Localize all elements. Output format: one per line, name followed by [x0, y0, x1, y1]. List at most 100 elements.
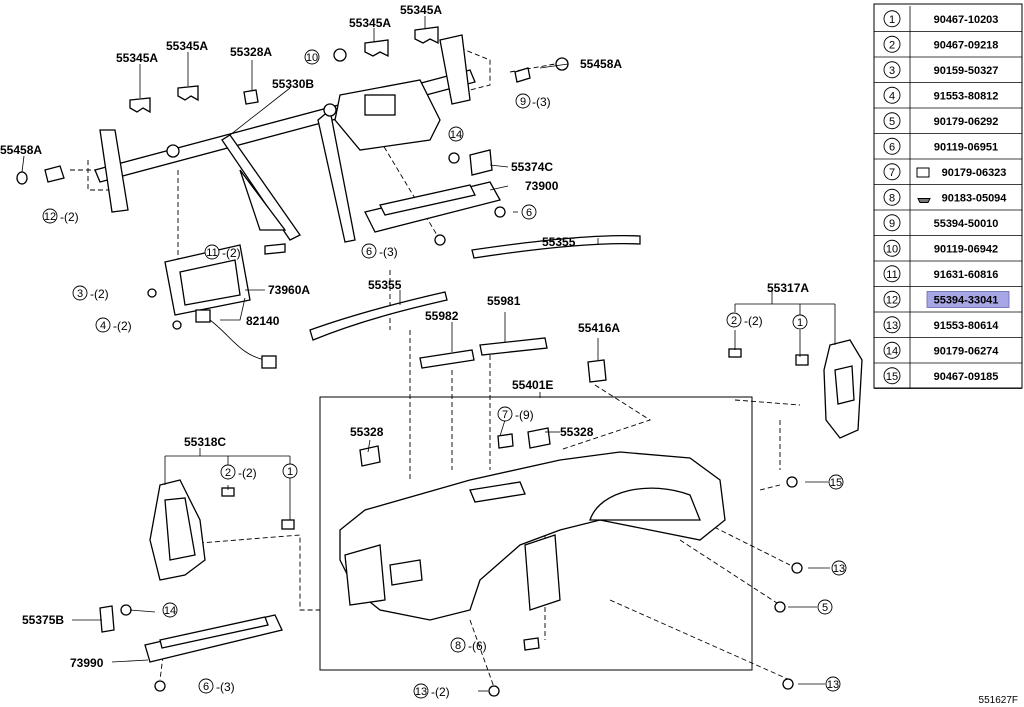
retainer-icon — [917, 198, 931, 203]
dash-reinforcement-55330B[interactable] — [94, 34, 476, 243]
num-14: 14 — [450, 129, 462, 141]
num-6: 6 — [366, 246, 372, 258]
qty-8: -(6) — [468, 639, 487, 653]
callout-55374C: 55374C — [511, 160, 553, 174]
screws-right[interactable] — [488, 476, 803, 697]
wire-harness-82140[interactable] — [195, 309, 277, 369]
num-8: 8 — [455, 640, 461, 652]
qty-11: -(2) — [222, 246, 241, 260]
circled-numbers: 10 9 -(3) 14 12 -(2) 6 11 -(2) 6 -(3) 3 … — [42, 49, 847, 699]
reference-part-number: 90179-06274 — [934, 345, 1000, 357]
callout-55355: 55355 — [542, 235, 576, 249]
num-10: 10 — [306, 52, 318, 64]
qty-13: -(2) — [431, 685, 450, 699]
reference-row-15[interactable]: 15 90467-09185 — [874, 363, 1022, 389]
callout-73990: 73990 — [70, 656, 104, 670]
passenger-airbag-73960A[interactable] — [147, 243, 286, 330]
reference-part-number: 90119-06951 — [934, 141, 998, 153]
callout-55355: 55355 — [368, 278, 402, 292]
reference-part-number: 90467-10203 — [934, 14, 999, 26]
qty-6: -(3) — [379, 245, 398, 259]
callout-55330B: 55330B — [272, 77, 314, 91]
qty-2: -(2) — [744, 314, 763, 328]
clip-icon — [916, 167, 930, 178]
num-1: 1 — [287, 466, 293, 478]
reference-number: 10 — [886, 243, 898, 255]
num-6: 6 — [203, 681, 209, 693]
leader-lines — [21, 16, 836, 692]
callout-55458A: 55458A — [580, 57, 622, 71]
clip-55345A-group[interactable] — [129, 26, 439, 114]
reference-part-number: 90467-09185 — [934, 371, 999, 383]
reference-number: 1 — [889, 14, 895, 26]
num-4: 4 — [100, 320, 106, 332]
instrument-panel-55401E[interactable] — [339, 427, 726, 651]
callout-73960A: 73960A — [268, 283, 310, 297]
callout-55401E: 55401E — [512, 378, 553, 392]
reference-number: 7 — [889, 167, 895, 179]
reference-number: 13 — [886, 320, 898, 332]
reference-number: 15 — [886, 371, 898, 383]
num-13: 13 — [827, 679, 839, 691]
num-15: 15 — [830, 477, 842, 489]
reference-part-number: 91553-80614 — [934, 320, 1000, 332]
reference-row-4[interactable]: 4 91553-80812 — [874, 82, 1022, 109]
num-14: 14 — [164, 605, 176, 617]
reference-part-number: 55394-33041 — [934, 294, 999, 306]
clip-55416A[interactable] — [587, 359, 607, 383]
reference-row-13[interactable]: 13 91553-80614 — [874, 312, 1022, 338]
num-3: 3 — [77, 288, 83, 300]
instrument-panel-frame — [319, 396, 753, 671]
callout-55328A: 55328A — [230, 45, 272, 59]
reference-number: 3 — [889, 65, 895, 77]
qty-4: -(2) — [113, 319, 132, 333]
callout-55375B: 55375B — [22, 613, 64, 627]
num-9: 9 — [520, 96, 526, 108]
qty-12: -(2) — [60, 210, 79, 224]
reference-part-number: 90183-05094 — [942, 192, 1008, 204]
defroster-grilles[interactable] — [419, 337, 548, 369]
callout-55345A: 55345A — [166, 39, 208, 53]
reference-number: 4 — [889, 90, 895, 102]
reference-part-number: 90467-09218 — [934, 39, 999, 51]
reference-row-1[interactable]: 1 90467-10203 — [874, 6, 1022, 32]
qty-3: -(2) — [90, 287, 109, 301]
num-12: 12 — [44, 211, 56, 223]
reference-number: 11 — [886, 269, 897, 281]
callout-82140: 82140 — [246, 314, 280, 328]
callout-55328: 55328 — [560, 425, 594, 439]
side-cover-55317A[interactable] — [728, 339, 863, 439]
diagram-code: 551627F — [979, 695, 1018, 706]
callout-55317A: 55317A — [767, 281, 809, 295]
num-2: 2 — [225, 467, 231, 479]
qty-7: -(9) — [515, 408, 534, 422]
num-2: 2 — [731, 315, 737, 327]
qty-6: -(3) — [216, 680, 235, 694]
num-11: 11 — [206, 247, 217, 259]
num-7: 7 — [502, 409, 508, 421]
lower-panel-73990[interactable] — [99, 604, 283, 692]
callout-55328: 55328 — [350, 425, 384, 439]
num-13: 13 — [833, 563, 845, 575]
knee-airbag-73900[interactable] — [364, 149, 506, 246]
callout-55318C: 55318C — [184, 435, 226, 449]
nut-55458A-group[interactable] — [16, 48, 569, 185]
reference-number: 9 — [889, 218, 895, 230]
callout-73900: 73900 — [525, 179, 559, 193]
callout-55416A: 55416A — [578, 321, 620, 335]
side-cover-55318C[interactable] — [149, 479, 295, 581]
num-5: 5 — [822, 602, 828, 614]
reference-part-number: 91553-80812 — [934, 90, 999, 102]
